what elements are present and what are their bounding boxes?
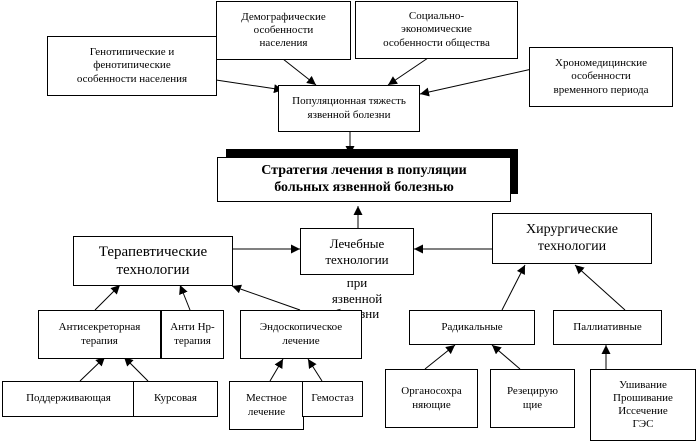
node-endoscopic: Эндоскопическое лечение xyxy=(240,310,362,359)
arrow-maintenance-to-antisecretory xyxy=(79,356,106,382)
node-local: Местное лечение xyxy=(229,381,304,430)
node-resecting: Резецирую щие xyxy=(490,369,575,428)
node-strategy: Стратегия лечения в популяции больных яз… xyxy=(217,157,511,202)
arrow-chronomedical-to-severity xyxy=(419,68,533,97)
arrow-hemostasis-to-endoscopic xyxy=(307,358,323,382)
node-course: Курсовая xyxy=(133,381,218,417)
node-surgical: Хирургические технологии xyxy=(492,213,652,264)
node-organ-preserving: Органосохра няющие xyxy=(385,369,478,428)
node-socioeconomic: Социально- экономические особенности общ… xyxy=(355,1,518,59)
arrow-radical-to-surgical xyxy=(501,264,526,311)
node-medical: Лечебные технологии xyxy=(300,228,414,275)
arrow-course-to-antisecretory xyxy=(123,356,149,382)
arrow-organpreserving-to-radical xyxy=(424,344,456,370)
node-anti-hp: Анти Hp- терапия xyxy=(161,310,224,359)
arrow-genotypic-to-severity xyxy=(215,79,284,94)
node-antisecretory: Антисекреторная терапия xyxy=(38,310,161,359)
node-therapeutic: Терапевтические технологии xyxy=(73,236,233,286)
node-chronomedical: Хрономедицинские особенности временного … xyxy=(529,47,673,107)
arrow-resecting-to-radical xyxy=(491,344,521,370)
node-palliative-ops: Ушивание Прошивание Иссечение ГЭС xyxy=(590,369,696,441)
node-radical: Радикальные xyxy=(409,310,535,345)
arrow-antisecretory-to-therapeutic xyxy=(94,284,121,311)
arrow-endoscopic-to-therapeutic xyxy=(231,284,301,311)
node-population-severity: Популяционная тяжесть язвенной болезни xyxy=(278,85,420,132)
arrow-antihp-to-therapeutic xyxy=(179,284,191,311)
arrow-socioeconomic-to-severity xyxy=(387,57,429,86)
arrow-palliative-to-surgical xyxy=(574,264,626,311)
node-palliative: Паллиативные xyxy=(553,310,662,345)
arrow-demographic-to-severity xyxy=(282,58,317,86)
node-genotypic: Генотипические и фенотипические особенно… xyxy=(47,36,217,96)
node-demographic: Демографические особенности населения xyxy=(216,1,351,60)
node-maintenance: Поддерживающая xyxy=(2,381,135,417)
arrow-local-to-endoscopic xyxy=(269,358,284,382)
node-hemostasis: Гемостаз xyxy=(302,381,363,417)
